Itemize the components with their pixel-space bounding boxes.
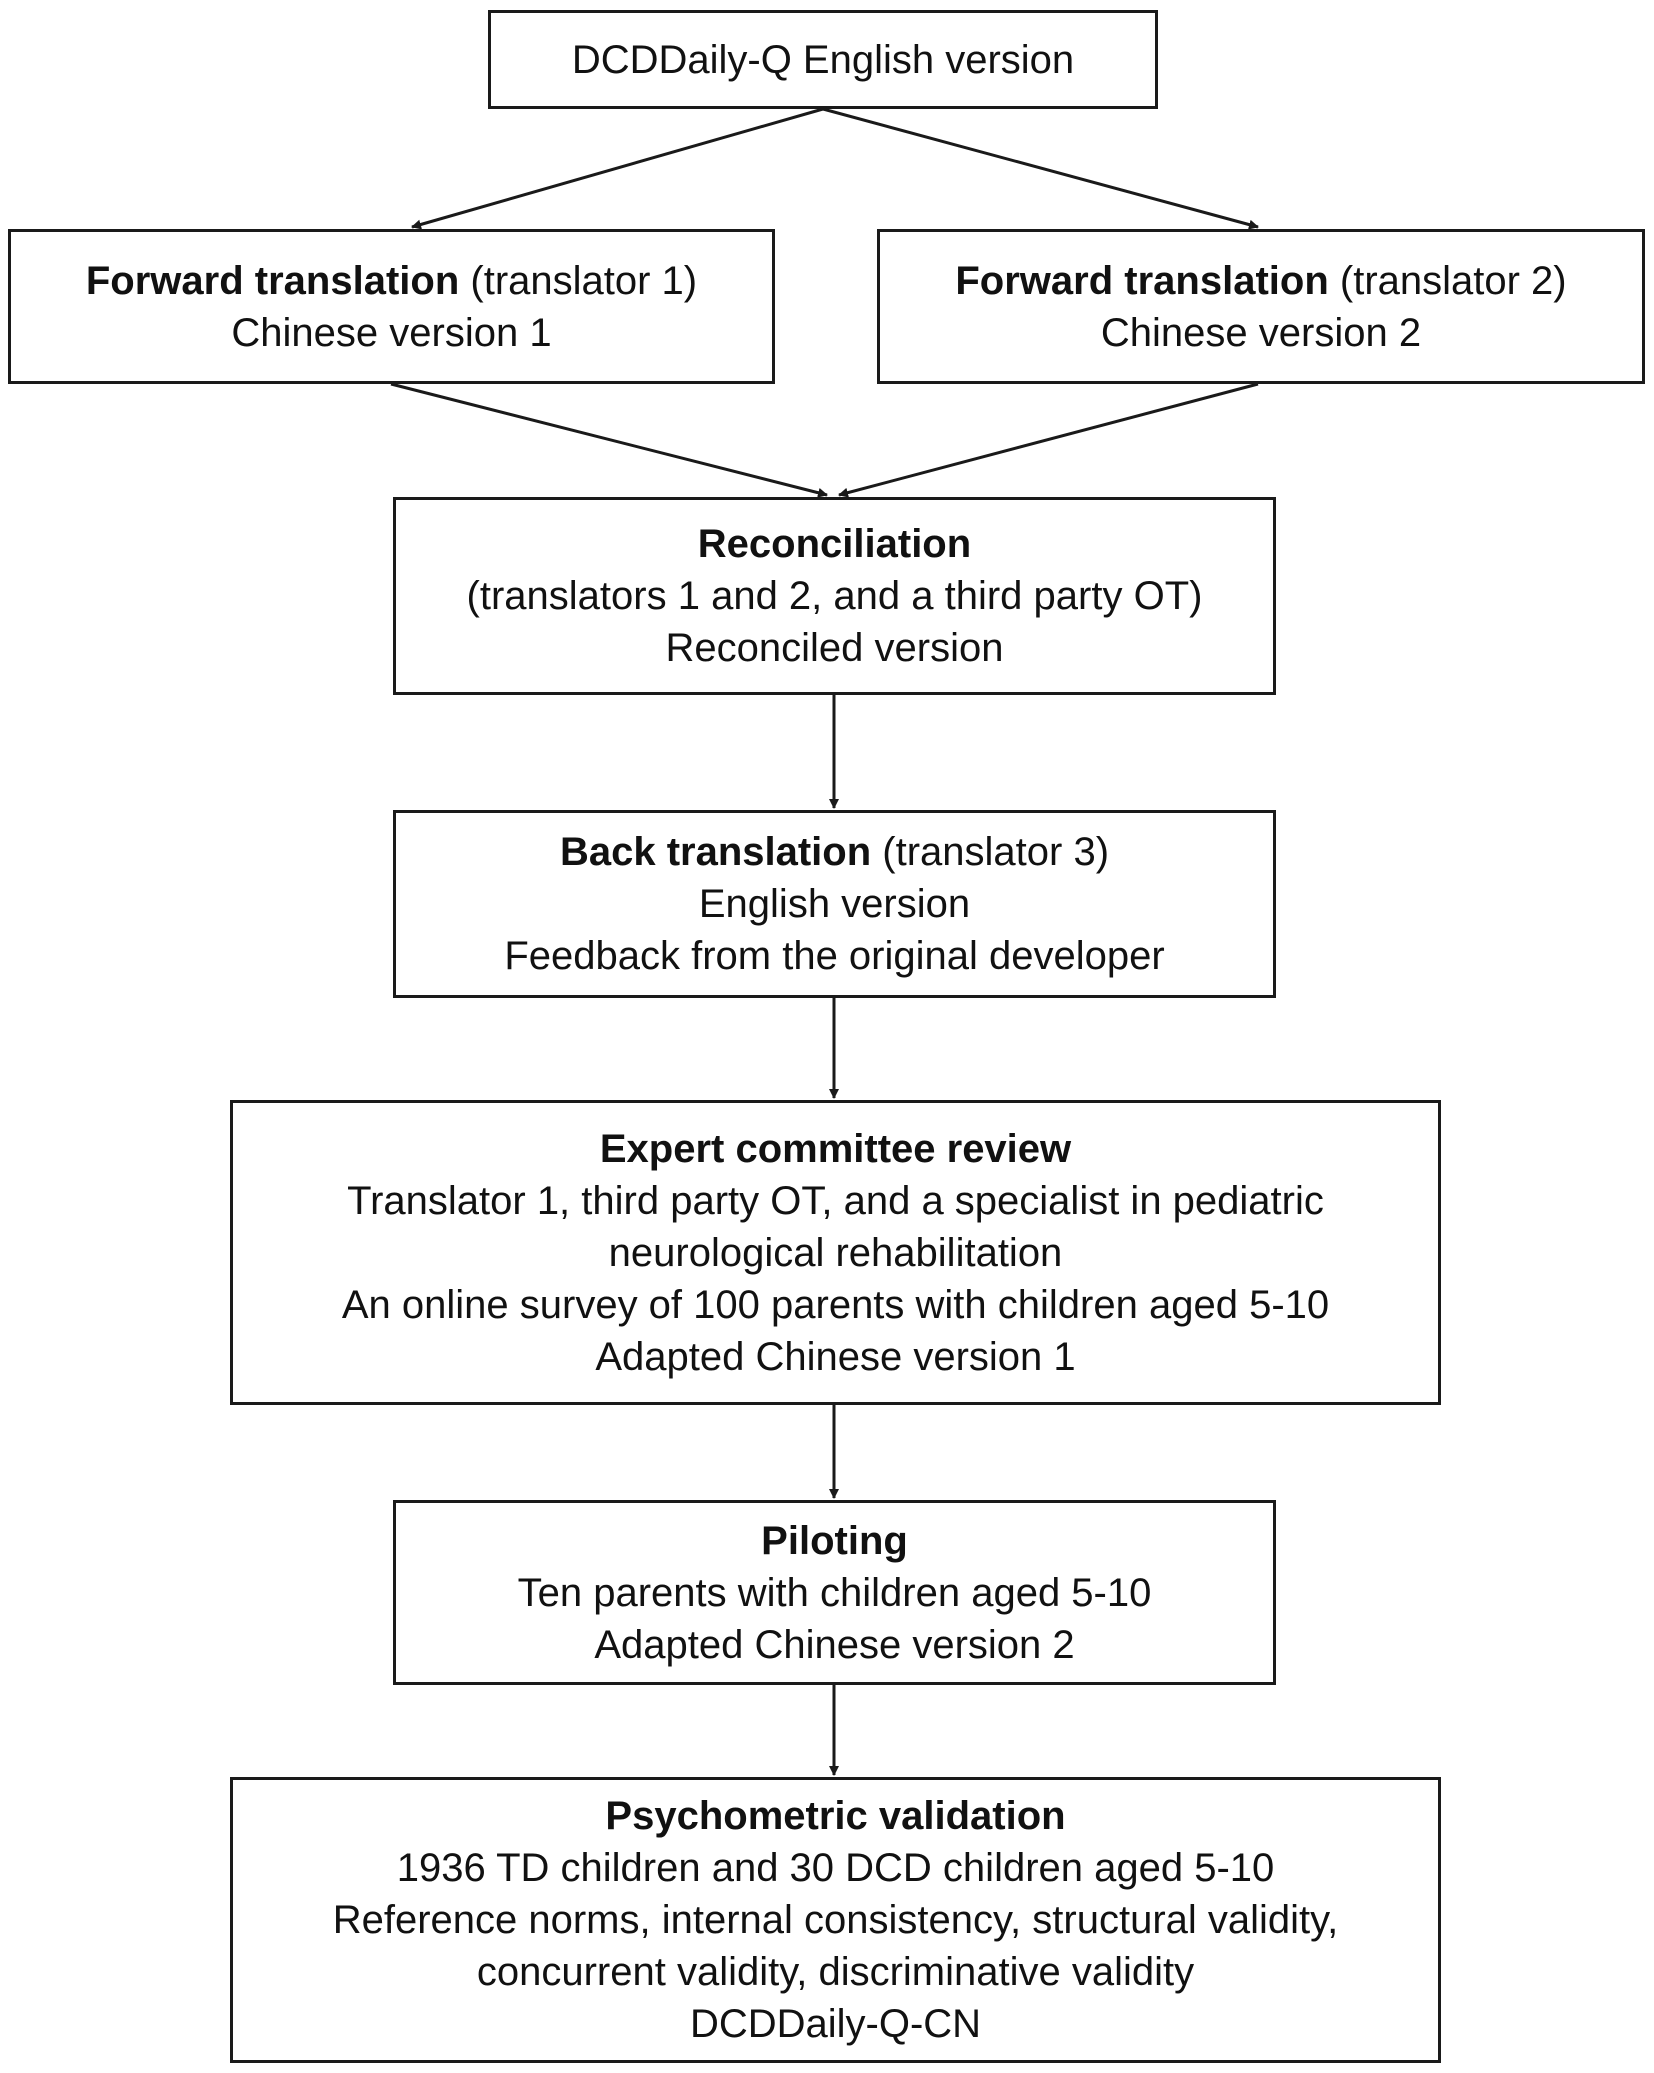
fwd2-heading: Forward translation (translator 2) [955,255,1566,307]
exp-members-1: Translator 1, third party OT, and a spec… [347,1178,1324,1223]
fwd1-heading: Forward translation (translator 1) [86,255,697,307]
psy-measures-2: concurrent validity, discriminative vali… [476,1950,1195,1994]
back-heading: Back translation (translator 3) [560,826,1109,878]
fwd2-translator: (translator 2) [1328,258,1567,303]
arrow-fwd2-to-rec [838,382,1259,498]
pil-participants: Ten parents with children aged 5-10 [517,1570,1152,1615]
arrow-top-to-fwd1 [411,107,824,230]
fwd1-translator: (translator 1) [459,258,698,303]
back-title: Back translation [559,830,872,874]
box-forward-translation-2: Forward translation (translator 2) Chine… [877,229,1645,384]
pil-output: Adapted Chinese version 2 [594,1622,1075,1667]
box-expert-committee-review: Expert committee review Translator 1, th… [230,1100,1441,1405]
box-english-version: DCDDaily-Q English version [488,10,1158,109]
exp-survey: An online survey of 100 parents with chi… [341,1282,1330,1327]
rec-title: Reconciliation [698,518,971,570]
exp-title-text: Expert committee review [599,1126,1072,1171]
back-feedback: Feedback from the original developer [504,934,1165,978]
box-piloting: Piloting Ten parents with children aged … [393,1500,1276,1685]
psy-measures-1: Reference norms, internal consistency, s… [332,1898,1339,1942]
rec-participants: (translators 1 and 2, and a third party … [466,574,1203,618]
box-psychometric-validation: Psychometric validation 1936 TD children… [230,1777,1441,2063]
pil-title-text: Piloting [761,1518,908,1563]
psy-sample: 1936 TD children and 30 DCD children age… [396,1846,1275,1890]
pil-title: Piloting [761,1515,908,1567]
rec-output: Reconciled version [665,626,1004,670]
fwd2-title: Forward translation [955,258,1329,303]
box-reconciliation: Reconciliation (translators 1 and 2, and… [393,497,1276,695]
psy-title-text: Psychometric validation [605,1794,1066,1838]
exp-output: Adapted Chinese version 1 [595,1334,1076,1379]
exp-members-2: neurological rehabilitation [608,1230,1063,1275]
psy-output: DCDDaily-Q-CN [689,2002,982,2046]
box-forward-translation-1: Forward translation (translator 1) Chine… [8,229,775,384]
box-english-version-label: DCDDaily-Q English version [571,37,1075,82]
psy-title: Psychometric validation [605,1790,1065,1842]
fwd1-output: Chinese version 1 [231,310,552,355]
rec-title-text: Reconciliation [697,522,972,566]
arrow-fwd1-to-rec [390,382,828,498]
fwd1-title: Forward translation [85,258,460,303]
exp-title: Expert committee review [600,1123,1071,1175]
back-translator: (translator 3) [871,830,1110,874]
fwd2-output: Chinese version 2 [1100,310,1422,355]
box-back-translation: Back translation (translator 3) English … [393,810,1276,998]
arrow-top-to-fwd2 [822,107,1259,230]
back-output: English version [698,882,971,926]
